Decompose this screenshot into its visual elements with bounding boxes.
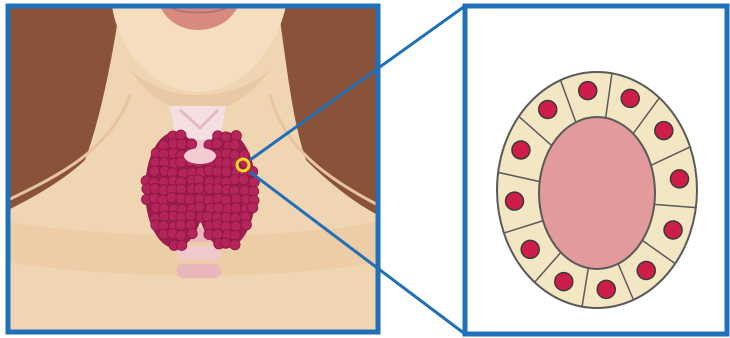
thyroid-lobule (167, 193, 177, 203)
thyroid-lobule (187, 228, 197, 238)
cell-nucleus (597, 280, 615, 298)
thyroid-lobule (213, 184, 223, 194)
thyroid-lobule (231, 203, 241, 213)
thyroid-lobule (231, 131, 241, 141)
thyroid-lobule (247, 202, 257, 212)
thyroid-lobule (239, 174, 249, 184)
thyroid-lobule (177, 139, 187, 149)
thyroid-lobule (221, 132, 231, 142)
cell-nucleus (521, 240, 539, 258)
thyroid-lobule (230, 230, 240, 240)
thyroid-lobule (176, 230, 186, 240)
cell-nucleus (506, 192, 524, 210)
neck-illustration-panel (8, 6, 378, 332)
thyroid-lobule (186, 139, 196, 149)
thyroid-lobule (176, 240, 186, 250)
thyroid-lobule (230, 140, 240, 150)
cell-nucleus (637, 261, 655, 279)
thyroid-lobule (194, 183, 204, 193)
follicle-zoom-panel (465, 6, 727, 334)
thyroid-lobule (221, 166, 231, 176)
thyroid-lobule (176, 220, 186, 230)
cell-nucleus (621, 89, 639, 107)
cell-nucleus (579, 82, 597, 100)
cell-nucleus (512, 141, 530, 159)
thyroid-lobule (231, 221, 241, 231)
thyroid-lobule (230, 239, 240, 249)
cell-nucleus (539, 101, 557, 119)
thyroid-lobule (185, 210, 195, 220)
thyroid-lobule (195, 202, 205, 212)
cell-nucleus (670, 170, 688, 188)
thyroid-lobule (176, 157, 186, 167)
thyroid-lobule (184, 194, 194, 204)
thyroid-lobule (221, 238, 231, 248)
thyroid-lobule (202, 211, 212, 221)
cell-nucleus (555, 273, 573, 291)
thyroid-lobule (212, 229, 222, 239)
colloid-lumen (539, 117, 655, 269)
thyroid-lobule (241, 220, 251, 230)
thyroid-lobule (149, 166, 159, 176)
thyroid-follicle (497, 72, 697, 308)
cell-nucleus (664, 221, 682, 239)
thyroid-lobule (213, 202, 223, 212)
thyroid-lobule (212, 138, 222, 148)
cell-nucleus (655, 122, 673, 140)
